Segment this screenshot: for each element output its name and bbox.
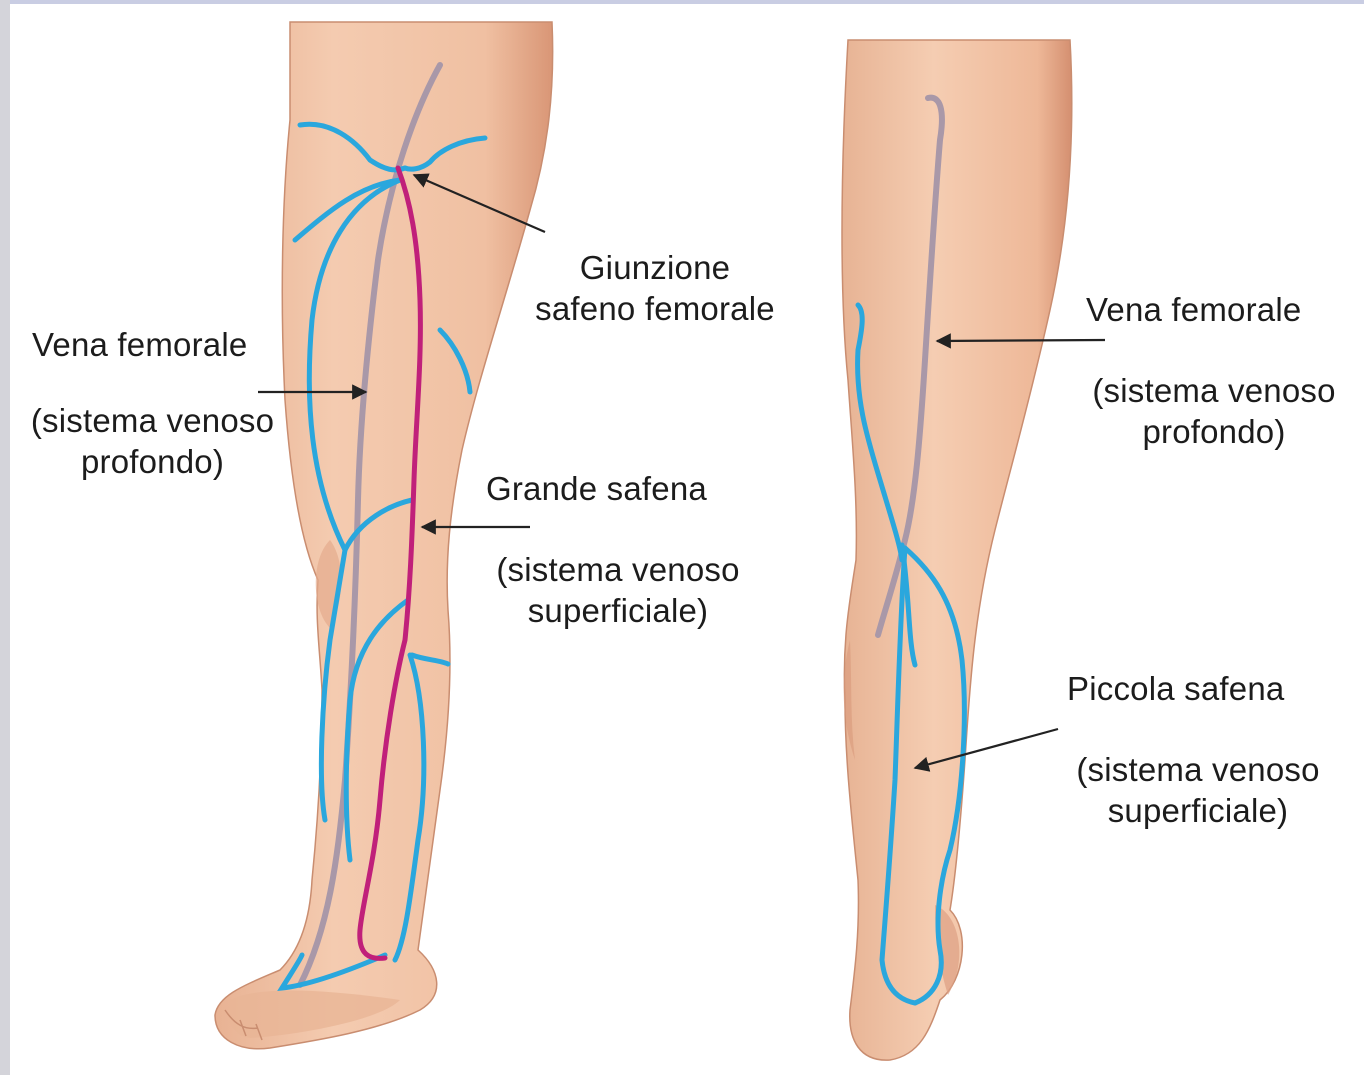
label-great-saphenous-system-line2: superficiale): [470, 590, 766, 631]
arrow-right-femoral: [937, 340, 1105, 341]
label-great-saphenous-system: (sistema venoso superficiale): [470, 549, 766, 631]
label-small-saphenous-system: (sistema venoso superficiale): [1050, 749, 1346, 831]
right-leg: [842, 40, 1072, 1060]
label-junction-line2: safeno femorale: [515, 288, 795, 329]
label-small-saphenous-system-line2: superficiale): [1050, 790, 1346, 831]
label-right-femoral-system: (sistema venoso profondo): [1066, 370, 1362, 452]
left-leg-skin: [215, 22, 553, 1049]
label-right-femoral-vein: Vena femorale: [1086, 289, 1301, 330]
label-right-femoral-system-line1: (sistema venoso: [1066, 370, 1362, 411]
label-left-femoral-system: (sistema venoso profondo): [10, 400, 295, 482]
label-right-femoral-system-line2: profondo): [1066, 411, 1362, 452]
right-leg-skin: [842, 40, 1072, 1060]
label-junction: Giunzione safeno femorale: [515, 247, 795, 329]
label-great-saphenous: Grande safena: [486, 468, 707, 509]
left-leg: [215, 22, 553, 1049]
label-left-femoral-vein: Vena femorale: [32, 324, 247, 365]
label-left-femoral-system-line1: (sistema venoso: [10, 400, 295, 441]
label-small-saphenous-system-line1: (sistema venoso: [1050, 749, 1346, 790]
label-small-saphenous: Piccola safena: [1067, 668, 1284, 709]
label-left-femoral-system-line2: profondo): [10, 441, 295, 482]
label-great-saphenous-system-line1: (sistema venoso: [470, 549, 766, 590]
label-junction-line1: Giunzione: [515, 247, 795, 288]
